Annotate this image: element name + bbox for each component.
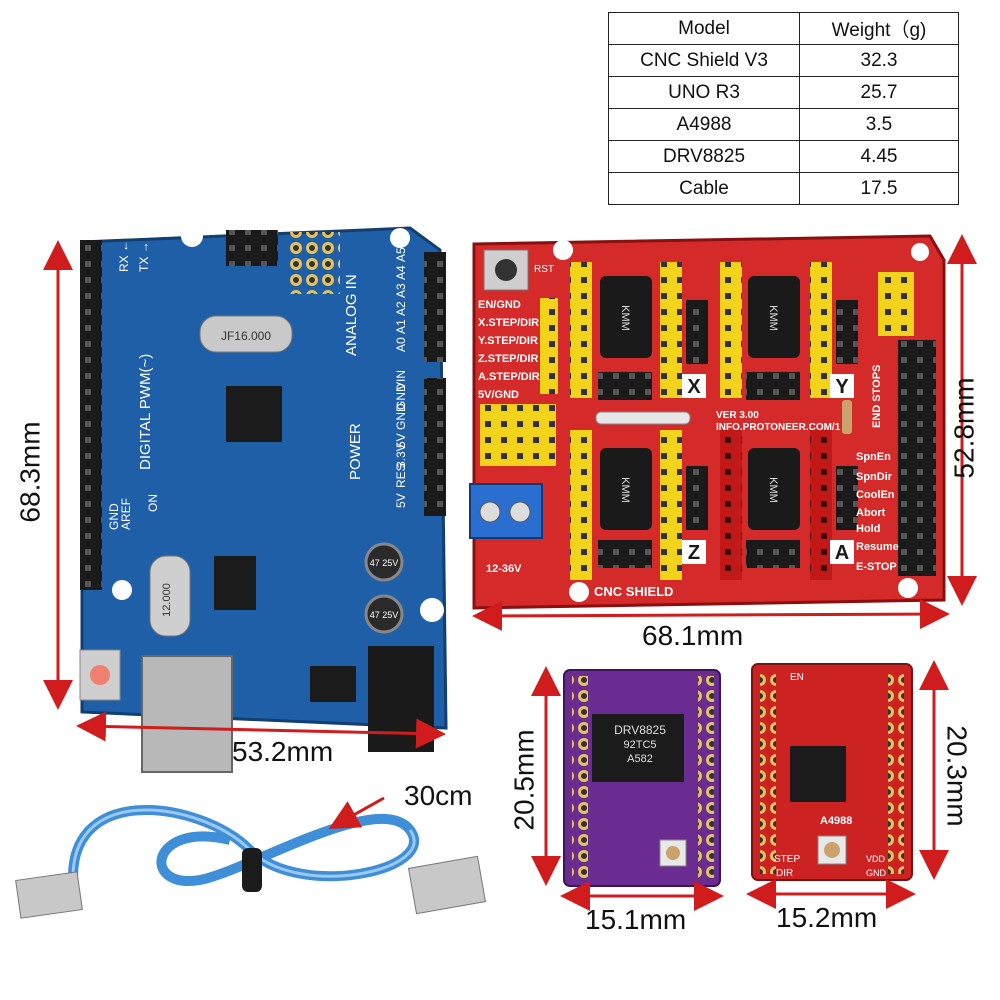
a4988-step-label: STEP xyxy=(774,854,800,865)
cnc-shield-board: KMM KMM KMM KMM RST EN/GND X.STEP/DIR Y.… xyxy=(469,234,946,610)
shield-left-label: X.STEP/DIR xyxy=(478,317,539,329)
uno-pin-label: A2 xyxy=(394,301,408,316)
a4988-width-label: 15.2mm xyxy=(776,902,878,933)
a4988-board: EN A4988 STEP DIR VDD GND xyxy=(751,663,913,881)
uno-cap2-label: 47 25V xyxy=(370,610,399,620)
shield-left-label: Y.STEP/DIR xyxy=(478,335,538,347)
weight-table: Model Weight（g) CNC Shield V3 32.3 UNO R… xyxy=(608,12,959,205)
shield-width-label: 68.1mm xyxy=(642,620,744,651)
a4988-gnd-label: GND xyxy=(866,868,887,878)
a4988-chip-label: A4988 xyxy=(820,815,852,827)
uno-pin-label: A5 xyxy=(394,247,408,262)
a4988-height-label: 20.3mm xyxy=(941,725,973,827)
uno-on-label: ON xyxy=(146,494,160,512)
table-cell-weight: 17.5 xyxy=(799,172,959,205)
uno-height-label: 68.3mm xyxy=(14,421,46,523)
shield-right-label: CoolEn xyxy=(856,489,895,501)
shield-right-label: E-STOP xyxy=(856,561,897,573)
shield-driver-text: KMM xyxy=(767,477,779,503)
shield-url: INFO.PROTONEER.COM/1 xyxy=(716,422,841,433)
uno-rx-label: RX ← 0 xyxy=(117,230,131,272)
shield-height-label: 52.8mm xyxy=(948,377,980,479)
table-row: Cable 17.5 xyxy=(608,172,959,205)
shield-name: CNC SHIELD xyxy=(594,584,673,599)
uno-power-label: POWER xyxy=(347,423,364,480)
table-row: CNC Shield V3 32.3 xyxy=(608,44,959,77)
uno-pin-label: A0 xyxy=(394,337,408,352)
drv-width-label: 15.1mm xyxy=(585,904,687,935)
shield-end-stops: END STOPS xyxy=(871,365,883,428)
a4988-vdd-label: VDD xyxy=(866,854,886,864)
uno-pin-label: 3.3V xyxy=(394,443,408,468)
shield-right-label: SpnDir xyxy=(856,471,893,483)
uno-pin-label: VIN xyxy=(394,370,408,390)
shield-axis-z: Z xyxy=(688,542,700,564)
shield-left-label: A.STEP/DIR xyxy=(478,371,540,383)
drv-chip-line1: DRV8825 xyxy=(614,723,666,737)
drv-chip-line3: A582 xyxy=(627,753,653,765)
uno-gnd-label: GND xyxy=(107,503,121,530)
shield-left-label: EN/GND xyxy=(478,299,521,311)
shield-axis-x: X xyxy=(687,376,701,398)
uno-analog-label: ANALOG IN xyxy=(343,274,360,356)
uno-pin-label: RES xyxy=(394,463,408,488)
shield-right-label: Abort xyxy=(856,507,886,519)
a4988-en-label: EN xyxy=(790,672,804,683)
uno-pin-label: A4 xyxy=(394,265,408,280)
table-cell-model: DRV8825 xyxy=(608,140,800,173)
drv-height-label: 20.5mm xyxy=(508,729,540,831)
uno-cap1-label: 47 25V xyxy=(370,558,399,568)
table-header-model: Model xyxy=(608,12,800,45)
drv-chip-line2: 92TC5 xyxy=(623,739,656,751)
table-row: DRV8825 4.45 xyxy=(608,140,959,173)
shield-voltage: 12-36V xyxy=(486,563,522,575)
table-cell-weight: 32.3 xyxy=(799,44,959,77)
table-cell-weight: 25.7 xyxy=(799,76,959,109)
shield-left-label: Z.STEP/DIR xyxy=(478,353,539,365)
shield-right-label: Hold xyxy=(856,523,880,535)
usb-cable xyxy=(15,804,487,919)
uno-icsp-label: ICSP xyxy=(210,188,225,218)
table-row: UNO R3 25.7 xyxy=(608,76,959,109)
uno-tx-label: TX → 1 xyxy=(137,231,151,272)
table-row: A4988 3.5 xyxy=(608,108,959,141)
table-header-weight: Weight（g) xyxy=(799,12,959,45)
uno-pin-label: GND xyxy=(394,383,408,410)
table-cell-model: A4988 xyxy=(608,108,800,141)
shield-driver-text: KMM xyxy=(767,305,779,331)
uno-pin-label: 5V xyxy=(394,493,408,508)
uno-r3-board: JF16.000 12.000 ICSP RX ← 0 TX → 1 DIGIT… xyxy=(79,188,448,773)
cable-length-label: 30cm xyxy=(404,780,473,811)
table-header-row: Model Weight（g) xyxy=(608,12,959,45)
drv8825-board: DRV8825 92TC5 A582 xyxy=(563,669,721,887)
uno-digital-label: DIGITAL PWM(~) xyxy=(137,354,154,470)
uno-aref-label: AREF xyxy=(119,498,133,530)
shield-left-label: 5V/GND xyxy=(478,389,519,401)
a4988-dir-label: DIR xyxy=(776,868,793,879)
shield-rst-label: RST xyxy=(534,264,554,275)
dimension-arrows xyxy=(43,234,977,911)
shield-version: VER 3.00 xyxy=(716,410,759,421)
uno-crystal2-label: 12.000 xyxy=(161,583,173,617)
shield-right-label: Resume xyxy=(856,541,899,553)
shield-axis-y: Y xyxy=(835,376,849,398)
shield-right-label: SpnEn xyxy=(856,451,891,463)
shield-driver-text: KMM xyxy=(619,477,631,503)
shield-driver-text: KMM xyxy=(619,305,631,331)
shield-axis-a: A xyxy=(835,542,849,564)
uno-pin-label: A3 xyxy=(394,283,408,298)
uno-crystal-label: JF16.000 xyxy=(221,329,271,343)
uno-pin-label: A1 xyxy=(394,319,408,334)
table-cell-weight: 3.5 xyxy=(799,108,959,141)
table-cell-weight: 4.45 xyxy=(799,140,959,173)
uno-pin-label: 5V xyxy=(394,433,408,448)
table-cell-model: Cable xyxy=(608,172,800,205)
uno-width-label: 53.2mm xyxy=(232,736,334,767)
uno-pin-label: GND xyxy=(394,403,408,430)
